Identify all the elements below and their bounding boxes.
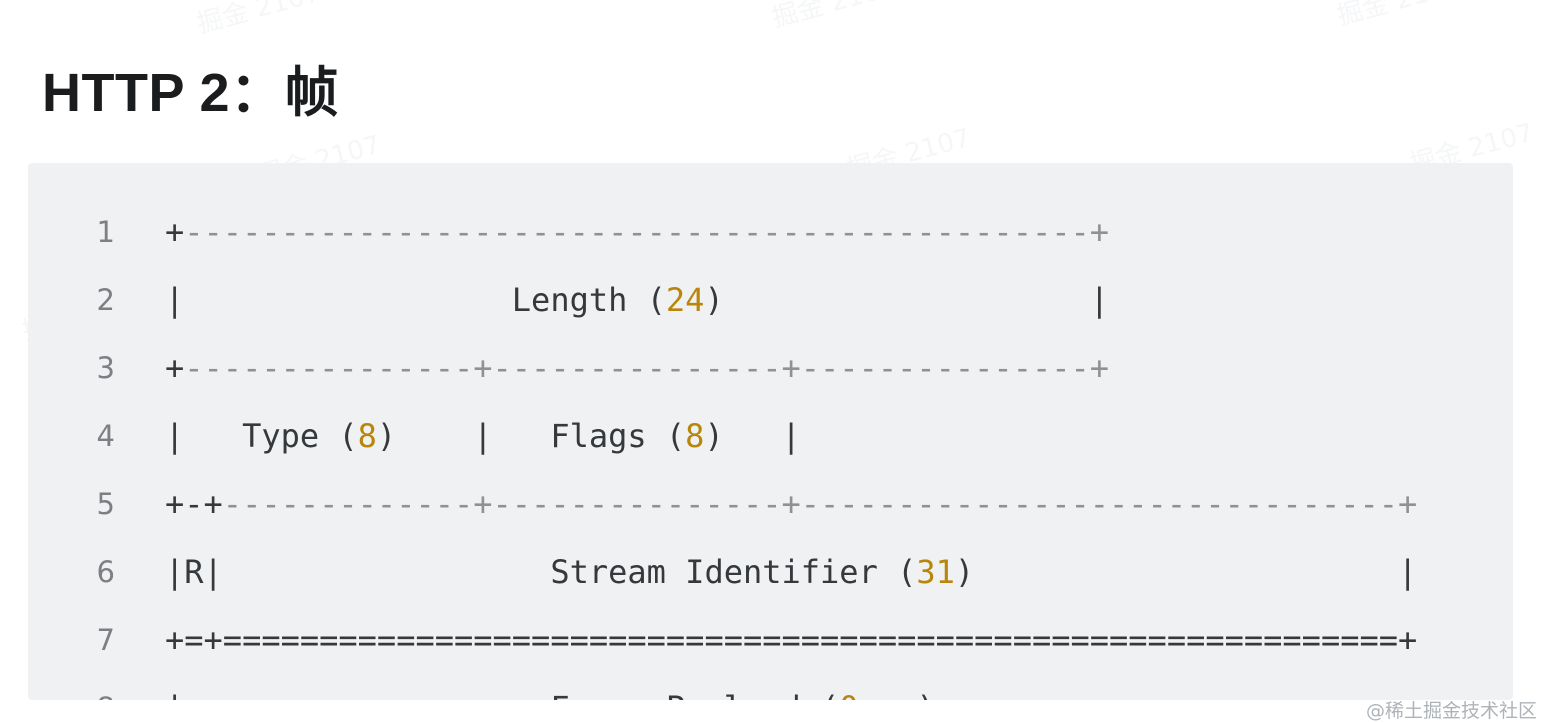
watermark-tile: 掘金 2107 (768, 0, 899, 34)
code-line: 4| Type (8) | Flags (8) | (28, 409, 1513, 462)
code-token: 8 (357, 416, 377, 455)
code-text: +-+-------------+---------------+-------… (115, 485, 1417, 523)
code-token: +=+=====================================… (165, 620, 1418, 659)
code-text: | Type (8) | Flags (8) | (115, 417, 801, 455)
code-token: 24 (665, 280, 705, 319)
code-token: ) | (704, 416, 801, 455)
line-number: 4 (96, 418, 115, 453)
code-token: 0 (839, 689, 858, 701)
watermark-credit: @稀土掘金技术社区 (1365, 700, 1537, 722)
watermark-tile: 掘金 2107 (193, 0, 324, 40)
code-token: + (165, 348, 185, 387)
code-line: 1+--------------------------------------… (28, 205, 1513, 258)
code-text: | Frame Payload (0...) ... (115, 689, 1417, 701)
line-number: 5 (96, 486, 115, 521)
code-line: 2| Length (24) | (28, 273, 1513, 326)
code-line: 3+---------------+---------------+------… (28, 341, 1513, 394)
code-token: ---------------+---------------+--------… (184, 348, 1110, 387)
code-line: 8| Frame Payload (0...) ... (28, 681, 1513, 701)
line-number: 3 (96, 350, 115, 385)
code-token: + (165, 212, 185, 251)
code-text: |R| Stream Identifier (31) | (115, 553, 1417, 591)
code-token: ) | (954, 552, 1418, 591)
code-line: 7 +=+====================================… (28, 613, 1513, 666)
watermark-tile: 掘金 2107 (1333, 0, 1464, 32)
code-token: | Type ( (165, 416, 358, 455)
code-text: +---------------+---------------+-------… (115, 349, 1109, 387)
line-number: 6 (96, 554, 115, 589)
code-token: ...) ... (859, 689, 1418, 701)
line-number: 8 (28, 691, 115, 701)
code-token: ) | Flags ( (376, 416, 686, 455)
code-token: +-+ (165, 484, 223, 523)
code-block-http2-frame: 1+--------------------------------------… (28, 163, 1513, 700)
code-token: |R| Stream Identifier ( (165, 552, 917, 591)
code-token: ----------------------------------------… (184, 212, 1110, 251)
code-token: 8 (685, 416, 705, 455)
line-number: 1 (96, 214, 115, 249)
code-text: | Length (24) | (115, 281, 1109, 319)
code-token: ) | (704, 280, 1110, 319)
line-number: 2 (96, 282, 115, 317)
code-text: +=+=====================================… (115, 621, 1417, 659)
line-number: 7 (96, 622, 115, 657)
code-text: +---------------------------------------… (115, 213, 1109, 251)
code-token: -------------+---------------+----------… (222, 484, 1418, 523)
page-title: HTTP 2：帧 (42, 63, 340, 123)
code-line: 6|R| Stream Identifier (31) | (28, 545, 1513, 598)
code-token: 31 (916, 552, 955, 591)
code-token: | Frame Payload ( (165, 689, 839, 701)
code-line: 5+-+-------------+---------------+------… (28, 477, 1513, 530)
code-token: | Length ( (165, 280, 666, 319)
